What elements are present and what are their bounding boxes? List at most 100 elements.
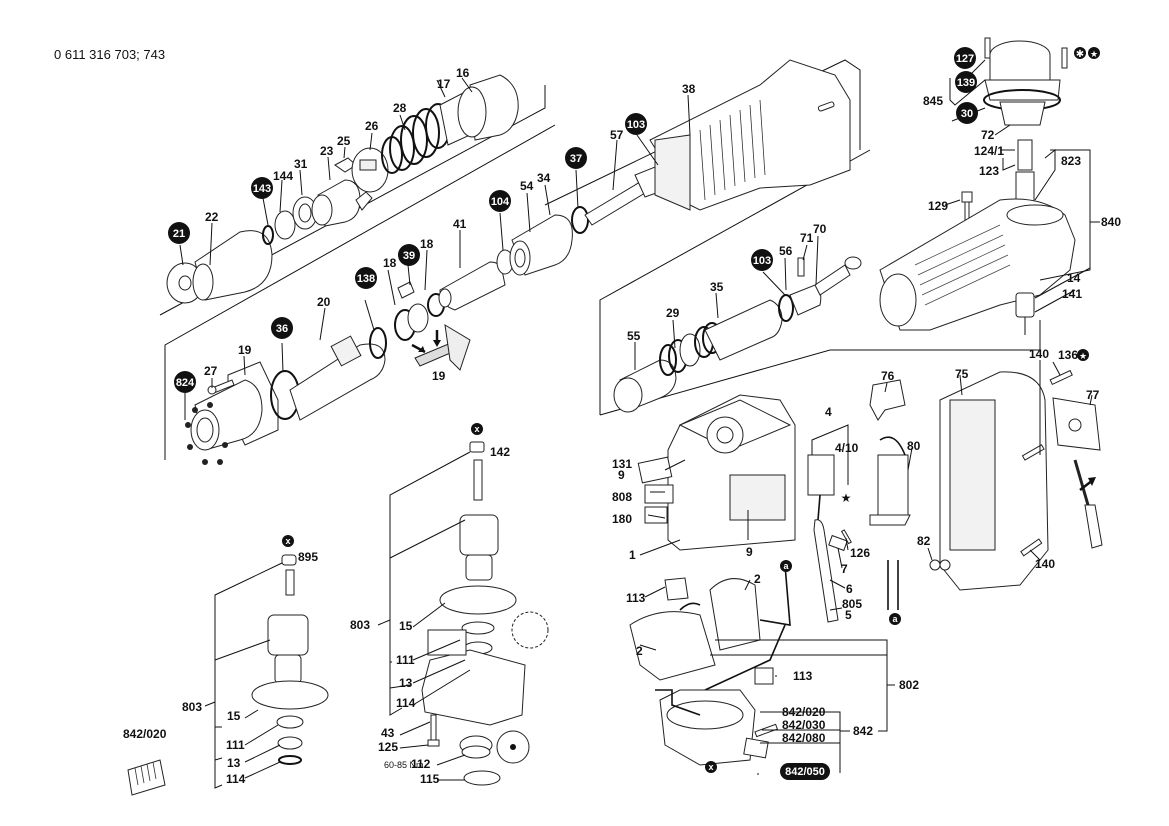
- callout-18-lower: 18: [383, 256, 397, 270]
- callout-842: 842: [853, 724, 873, 738]
- svg-text:842/050: 842/050: [785, 766, 825, 778]
- callout-180: 180: [612, 512, 632, 526]
- part-piston-56-71-70: [789, 256, 862, 316]
- part-balls-824: [185, 402, 228, 465]
- callout-842-080: 842/080: [782, 731, 826, 745]
- callout-56: 56: [779, 244, 793, 258]
- svg-text:143: 143: [253, 183, 271, 195]
- callout-126: 126: [850, 546, 870, 560]
- callout-77: 77: [1086, 388, 1100, 402]
- part-brush-holder-842: [655, 689, 779, 766]
- symbol-markers: ✱ ★ ★ ★ x x x a a: [282, 47, 1100, 773]
- callout-38: 38: [682, 82, 696, 96]
- part-cylinder-35: [704, 299, 783, 361]
- callout-113-bottom: 113: [793, 669, 813, 683]
- callout-2-upper: 2: [754, 572, 761, 586]
- callout-131: 131: [612, 457, 632, 471]
- part-screw-140-bottom: [1020, 538, 1043, 557]
- callout-76: 76: [881, 369, 895, 383]
- part-switch-4: [807, 454, 839, 623]
- callout-823: 823: [1061, 154, 1081, 168]
- callout-7: 7: [841, 562, 848, 576]
- callout-805: 805: [842, 597, 862, 611]
- callout-2-lower: 2: [636, 644, 643, 658]
- part-brush-holder-842-020: [127, 759, 166, 796]
- badge-37: 37: [565, 147, 587, 169]
- detail-section-19: [411, 324, 471, 371]
- svg-text:138: 138: [357, 273, 375, 285]
- part-striker-41: [438, 261, 506, 311]
- a-marker-left: a: [780, 560, 792, 572]
- part-terminal-113-bottom: [754, 667, 774, 685]
- badge-callouts: 21 143 39 138 36 824 104 37 103 103 127 …: [168, 47, 978, 780]
- part-plug-82: [929, 559, 951, 571]
- callout-72: 72: [981, 128, 995, 142]
- svg-text:x: x: [285, 536, 290, 546]
- callout-57: 57: [610, 128, 624, 142]
- callout-142: 142: [490, 445, 510, 459]
- part-terminal-113-top: [664, 577, 689, 601]
- x-marker-center: x: [471, 423, 483, 435]
- callout-4-10: 4/10: [835, 441, 859, 455]
- part-cover-77: [1052, 397, 1101, 451]
- badge-138: 138: [355, 267, 377, 289]
- badge-36: 36: [271, 317, 293, 339]
- callout-22: 22: [205, 210, 219, 224]
- torque-note: 60-85 Nm: [384, 760, 424, 770]
- star-badge-icon-136: ★: [1077, 349, 1089, 361]
- callout-23: 23: [320, 144, 334, 158]
- callout-4: 4: [825, 405, 832, 419]
- part-piston-55: [613, 359, 677, 413]
- callout-1: 1: [629, 548, 636, 562]
- callout-140-top: 140: [1029, 347, 1049, 361]
- callout-9-housing: 9: [746, 545, 753, 559]
- part-76: [869, 379, 906, 421]
- part-screw-125: [427, 714, 440, 747]
- callout-111-left: 111: [226, 738, 245, 752]
- badge-39: 39: [398, 244, 420, 266]
- torx-icon: ✱: [1074, 47, 1086, 60]
- badge-103-top: 103: [625, 113, 647, 135]
- callout-111-center: 111: [396, 653, 415, 667]
- callout-27: 27: [204, 364, 218, 378]
- svg-text:★: ★: [1090, 49, 1098, 59]
- callout-17: 17: [437, 77, 451, 91]
- badge-21: 21: [168, 222, 190, 244]
- part-cable-clamp-7-126: [828, 529, 852, 552]
- badge-103-piston: 103: [751, 249, 773, 271]
- callout-140-bottom: 140: [1035, 557, 1055, 571]
- svg-text:✱: ✱: [1076, 49, 1084, 60]
- part-screw-136: [1049, 369, 1073, 386]
- badge-143: 143: [251, 177, 273, 199]
- part-motor-housing-1: [667, 394, 796, 551]
- svg-text:★: ★: [1079, 351, 1087, 361]
- svg-text:103: 103: [627, 119, 645, 131]
- callout-136: 136: [1058, 348, 1078, 362]
- svg-text:127: 127: [956, 53, 974, 65]
- svg-text:104: 104: [491, 196, 510, 208]
- callout-842-020-left: 842/020: [123, 727, 167, 741]
- callout-803-left: 803: [182, 700, 202, 714]
- chisel-holder-group-frame: [159, 85, 556, 460]
- part-rings-29: [659, 322, 722, 376]
- callout-141: 141: [1062, 287, 1082, 301]
- callout-19-flange: 19: [238, 343, 252, 357]
- svg-text:103: 103: [753, 255, 771, 267]
- badge-842-050: 842/050: [780, 763, 830, 780]
- part-nut-112-washer-115: [459, 730, 530, 786]
- part-rings-144-31: [262, 196, 318, 245]
- callout-845: 845: [923, 94, 943, 108]
- callout-25: 25: [337, 134, 351, 148]
- callout-114-left: 114: [226, 772, 246, 786]
- badge-139: 139: [955, 71, 977, 93]
- callout-20: 20: [317, 295, 331, 309]
- callout-18-upper: 18: [420, 237, 434, 251]
- callout-113-top: 113: [626, 591, 646, 605]
- svg-text:x: x: [474, 424, 479, 434]
- callout-129: 129: [928, 199, 948, 213]
- callout-54: 54: [520, 179, 534, 193]
- part-tool-guide-20: [289, 335, 386, 421]
- part-flange-19: [190, 361, 279, 451]
- part-gear-cover-845: [983, 37, 1068, 126]
